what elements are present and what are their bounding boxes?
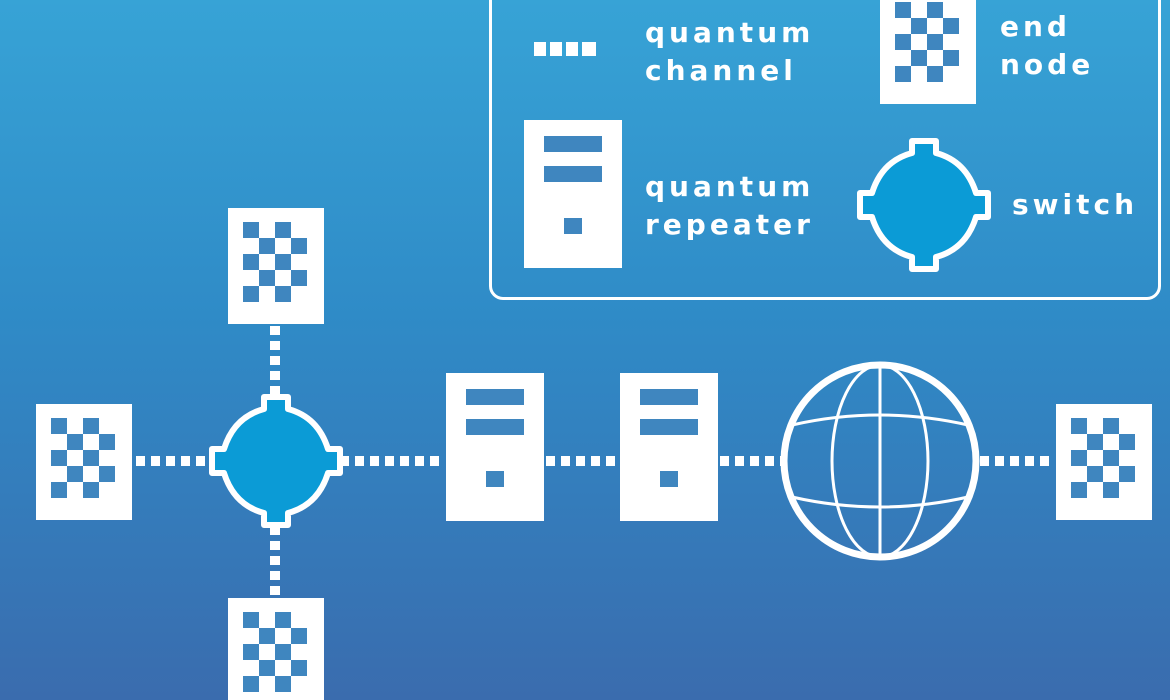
legend-end-node-icon xyxy=(880,0,976,104)
end-node-left-icon xyxy=(36,404,132,520)
legend-label-end-node: end node xyxy=(1000,10,1095,81)
legend-box xyxy=(489,0,1161,300)
legend-label-quantum-channel: quantum channel xyxy=(645,16,815,87)
quantum-channels xyxy=(136,326,1054,598)
end-node-top-icon xyxy=(228,208,324,324)
end-node-right-icon xyxy=(1056,404,1152,520)
switch-icon xyxy=(212,397,340,525)
legend-label-quantum-repeater: quantum repeater xyxy=(645,170,815,241)
legend-repeater-icon xyxy=(524,120,622,268)
globe-icon xyxy=(780,361,980,561)
legend-switch-icon xyxy=(860,141,988,269)
repeater-1-icon xyxy=(446,373,544,521)
legend-label-switch: switch xyxy=(1012,188,1139,221)
end-node-bottom-icon xyxy=(228,598,324,700)
repeater-2-icon xyxy=(620,373,718,521)
